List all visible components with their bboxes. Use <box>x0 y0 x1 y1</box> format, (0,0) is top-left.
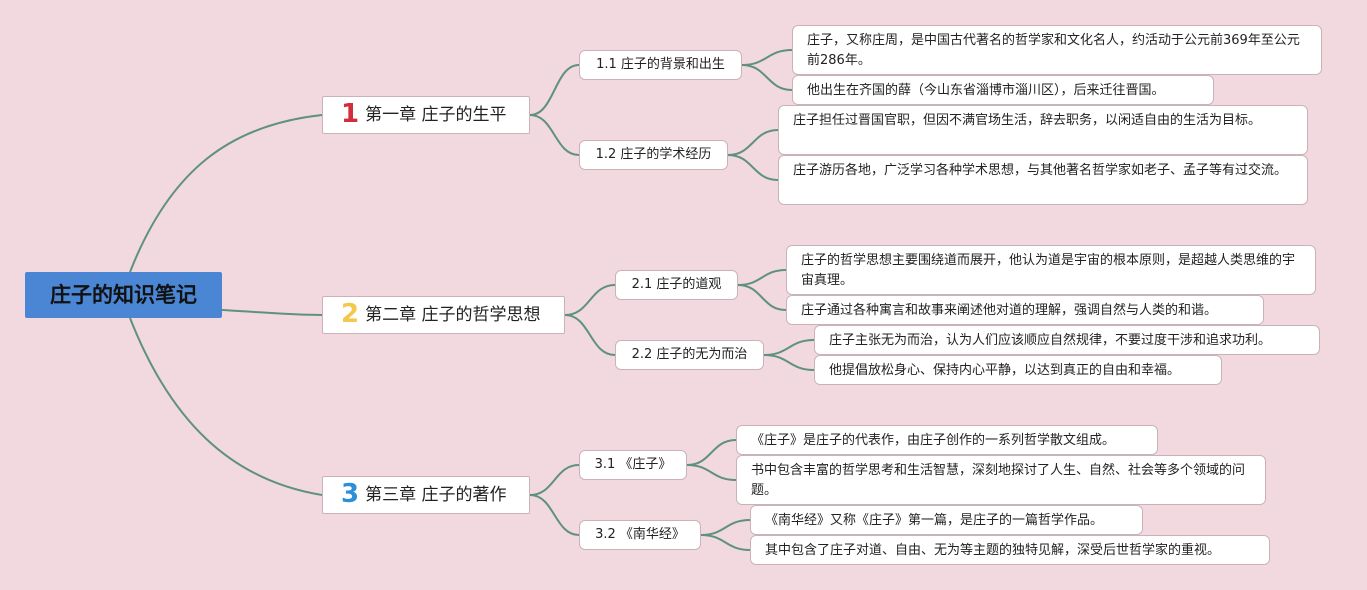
leaf-1-2-a[interactable]: 庄子担任过晋国官职，但因不满官场生活，辞去职务，以闲适自由的生活为目标。 <box>778 105 1308 155</box>
leaf-2-2-a[interactable]: 庄子主张无为而治，认为人们应该顺应自然规律，不要过度干涉和追求功利。 <box>814 325 1320 355</box>
section-2-2-node[interactable]: 2.2 庄子的无为而治 <box>615 340 764 370</box>
link-s31-a <box>686 439 737 466</box>
leaf-3-2-a[interactable]: 《南华经》又称《庄子》第一篇，是庄子的一篇哲学作品。 <box>750 505 1143 535</box>
link-ch3-s1 <box>529 464 580 496</box>
link-s22-b <box>763 354 815 371</box>
root-topic[interactable]: 庄子的知识笔记 <box>25 272 222 318</box>
leaf-3-2-b[interactable]: 其中包含了庄子对道、自由、无为等主题的独特见解，深受后世哲学家的重视。 <box>750 535 1270 565</box>
link-s12-b <box>727 154 779 181</box>
leaf-1-1-a[interactable]: 庄子，又称庄周，是中国古代著名的哲学家和文化名人，约活动于公元前369年至公元前… <box>792 25 1322 75</box>
link-s12-a <box>727 129 779 156</box>
link-s32-b <box>700 534 751 551</box>
leaf-3-1-b[interactable]: 书中包含丰富的哲学思考和生活智慧，深刻地探讨了人生、自然、社会等多个领域的问题。 <box>736 455 1266 505</box>
link-s22-a <box>763 339 815 356</box>
chapter-1-label: 第一章 庄子的生平 <box>365 105 507 125</box>
link-ch2-s1 <box>564 284 616 316</box>
link-root-chapter-3 <box>129 317 323 496</box>
link-ch3-s2 <box>529 494 580 536</box>
leaf-1-2-b[interactable]: 庄子游历各地，广泛学习各种学术思想，与其他著名哲学家如老子、孟子等有过交流。 <box>778 155 1308 205</box>
link-ch2-s2 <box>564 314 616 356</box>
section-3-1-node[interactable]: 3.1 《庄子》 <box>579 450 687 480</box>
link-ch1-s2 <box>529 114 580 156</box>
leaf-3-1-a[interactable]: 《庄子》是庄子的代表作，由庄子创作的一系列哲学散文组成。 <box>736 425 1158 455</box>
leaf-1-1-b[interactable]: 他出生在齐国的薛（今山东省淄博市淄川区），后来迁往晋国。 <box>792 75 1214 105</box>
section-1-1-node[interactable]: 1.1 庄子的背景和出生 <box>579 50 742 80</box>
section-2-1-node[interactable]: 2.1 庄子的道观 <box>615 270 738 300</box>
chapter-3-label: 第三章 庄子的著作 <box>365 485 507 505</box>
link-s21-a <box>737 269 787 286</box>
link-s31-b <box>686 464 737 481</box>
chapter-3-number: 3 <box>341 479 360 509</box>
section-1-2-node[interactable]: 1.2 庄子的学术经历 <box>579 140 728 170</box>
section-3-2-node[interactable]: 3.2 《南华经》 <box>579 520 701 550</box>
chapter-1-number: 1 <box>341 99 360 129</box>
leaf-2-1-b[interactable]: 庄子通过各种寓言和故事来阐述他对道的理解，强调自然与人类的和谐。 <box>786 295 1264 325</box>
leaf-2-1-a[interactable]: 庄子的哲学思想主要围绕道而展开，他认为道是宇宙的根本原则，是超越人类思维的宇宙真… <box>786 245 1316 295</box>
chapter-2-label: 第二章 庄子的哲学思想 <box>365 305 541 325</box>
link-s11-b <box>741 64 793 91</box>
link-s32-a <box>700 519 751 536</box>
leaf-2-2-b[interactable]: 他提倡放松身心、保持内心平静，以达到真正的自由和幸福。 <box>814 355 1222 385</box>
link-ch1-s1 <box>529 64 580 116</box>
link-s21-b <box>737 284 787 311</box>
link-s11-a <box>741 49 793 66</box>
link-root-chapter-1 <box>129 114 323 273</box>
link-root-chapter-2 <box>221 309 323 316</box>
chapter-2-number: 2 <box>341 299 360 329</box>
